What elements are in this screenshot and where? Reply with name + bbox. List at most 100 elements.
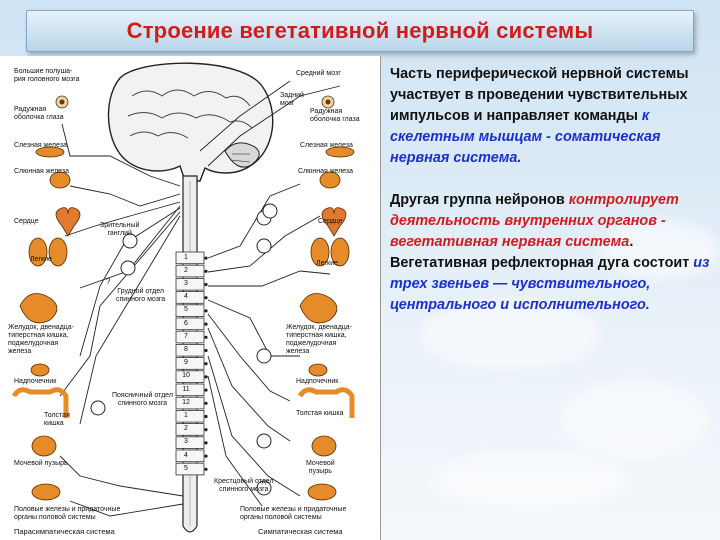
paragraph-somatic: Часть периферической нервной системы уча… — [390, 64, 710, 169]
label-thoracic-section: Грудной отдел спинного мозга — [116, 288, 165, 304]
ganglion-circle — [257, 239, 271, 253]
ganglion-circle — [257, 349, 271, 363]
adrenal-left-icon — [31, 364, 49, 376]
iris-right-pupil — [326, 100, 331, 105]
ganglion-dot — [204, 336, 207, 339]
label-sympathetic-system: Симпатическая система — [258, 528, 343, 536]
ganglion-dot — [204, 402, 207, 405]
segment-number: 4 — [181, 293, 191, 300]
segment-number: 8 — [181, 346, 191, 353]
ganglion-dot — [204, 415, 207, 418]
ganglion-dot — [204, 441, 207, 444]
cloud-decoration — [560, 380, 710, 460]
segment-number: 4 — [181, 452, 191, 459]
segment-number: 5 — [181, 465, 191, 472]
segment-number: 5 — [181, 306, 191, 313]
label-midbrain: Средний мозг — [296, 70, 341, 78]
segment-number: 3 — [181, 280, 191, 287]
label-lungs-left: Легкие — [30, 256, 52, 264]
stomach-right-icon — [300, 294, 337, 323]
bladder-right-icon — [312, 436, 336, 456]
iris-left-pupil — [60, 100, 65, 105]
ganglion-dot — [204, 323, 207, 326]
label-lungs-right: Легкие — [316, 260, 338, 268]
ganglion-circle — [121, 261, 135, 275]
nerve-line — [60, 212, 180, 396]
segment-number: 12 — [181, 399, 191, 406]
ganglion-circle — [91, 401, 105, 415]
label-heart-left: Сердце — [14, 218, 39, 226]
ganglion-dot — [204, 362, 207, 365]
label-genitals-left: Половые железы и придаточные органы поло… — [14, 506, 120, 522]
label-question-mark: ? — [106, 278, 110, 286]
genitals-right-icon — [308, 484, 336, 500]
label-heart-right: Сердце — [318, 218, 343, 226]
ganglion-dot — [204, 455, 207, 458]
label-colon-right: Толстая кишка — [296, 410, 344, 418]
label-cerebral-hemispheres: Большие полуша- рия головного мозга — [14, 68, 80, 84]
slide-title-bar: Строение вегетативной нервной системы — [26, 10, 694, 52]
segment-number: 7 — [181, 333, 191, 340]
ganglion-dot — [204, 270, 207, 273]
nerve-line — [208, 328, 290, 441]
segment-number: 10 — [181, 372, 191, 379]
ganglion-dot — [204, 468, 207, 471]
nerve-line — [208, 184, 300, 258]
genitals-left-icon — [32, 484, 60, 500]
label-stomach-right: Желудок, двенадца- типерстная кишка, под… — [286, 324, 352, 356]
ganglion-circle — [263, 204, 277, 218]
p2-text: Другая группа нейронов — [390, 192, 569, 208]
label-sacral-section: Крестцовый отдел спинного мозга — [214, 478, 274, 494]
ganglion-dot — [204, 389, 207, 392]
label-lacrimal-gland-right: Слезная железа — [300, 142, 353, 150]
label-stomach-left: Желудок, двенадца- типерстная кишка, под… — [8, 324, 74, 356]
ganglion-dot — [204, 257, 207, 260]
label-optic-ganglion: Зрительный ганглий — [100, 222, 139, 238]
label-salivary-gland-right: Слюнная железа — [298, 168, 353, 176]
segment-number: 6 — [181, 320, 191, 327]
p2-tail: . — [629, 234, 633, 250]
adrenal-right-icon — [309, 364, 327, 376]
stomach-left-icon — [20, 294, 57, 323]
label-bladder-left: Мочевой пузырь — [14, 460, 68, 468]
label-bladder-right: Мочевой пузырь — [306, 460, 335, 476]
label-parasympathetic-system: Парасимпатическая система — [14, 528, 115, 536]
label-adrenal-right: Надпочечник — [296, 378, 338, 386]
ganglion-dot — [204, 349, 207, 352]
label-iris-left: Радужная оболочка глаза — [14, 106, 64, 122]
p3-text: Вегетативная рефлекторная дуга состоит — [390, 255, 693, 271]
label-adrenal-left: Надпочечник — [14, 378, 56, 386]
nerve-line — [208, 271, 330, 286]
bladder-left-icon — [32, 436, 56, 456]
paragraph-reflex-arc: Вегетативная рефлекторная дуга состоит и… — [390, 253, 710, 316]
slide-title: Строение вегетативной нервной системы — [127, 18, 594, 44]
nerve-line — [60, 456, 183, 496]
ganglion-dot — [204, 296, 207, 299]
label-hindbrain: Задний мозг — [280, 92, 304, 108]
label-lumbar-section: Поясничный отдел спинного мозга — [112, 392, 173, 408]
cloud-decoration — [430, 450, 630, 510]
ganglion-circle — [257, 434, 271, 448]
nerve-line — [208, 356, 300, 496]
segment-number: 9 — [181, 359, 191, 366]
segment-number: 3 — [181, 438, 191, 445]
segment-number: 1 — [181, 254, 191, 261]
label-genitals-right: Половые железы и придаточные органы поло… — [240, 506, 346, 522]
label-iris-right: Радужная оболочка глаза — [310, 108, 360, 124]
brain-illustration — [108, 63, 272, 181]
label-colon-left: Толстая кишка — [44, 412, 70, 428]
explanation-text: Часть периферической нервной системы уча… — [390, 64, 710, 337]
ganglion-dot — [204, 309, 207, 312]
paragraph-autonomic: Другая группа нейронов контролирует деят… — [390, 190, 710, 253]
label-salivary-gland-left: Слюнная железа — [14, 168, 69, 176]
ganglion-dot — [204, 375, 207, 378]
segment-number: 11 — [181, 386, 191, 393]
segment-number: 2 — [181, 267, 191, 274]
ganglion-dot — [204, 283, 207, 286]
ganglion-dot — [204, 428, 207, 431]
nerve-line — [70, 186, 180, 206]
nervous-system-diagram: Большие полуша- рия головного мозга Раду… — [0, 56, 381, 540]
segment-number: 2 — [181, 425, 191, 432]
segment-number: 1 — [181, 412, 191, 419]
label-lacrimal-gland-left: Слезная железа — [14, 142, 67, 150]
